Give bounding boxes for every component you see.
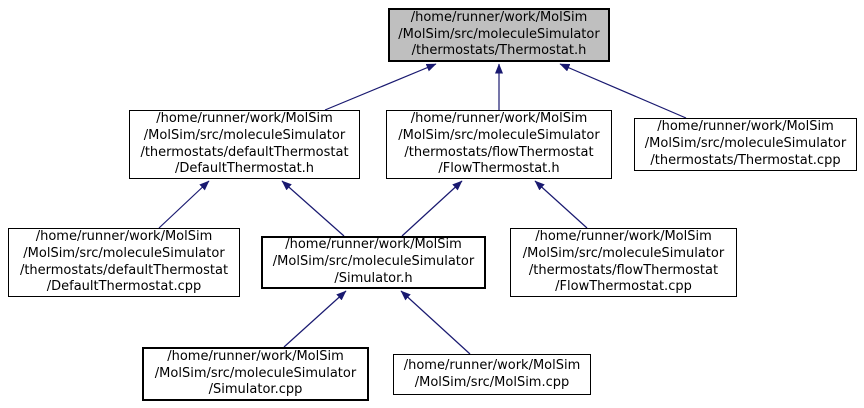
node-label-line: /FlowThermostat.h [438,161,560,177]
node-label-line: /thermostats/defaultThermostat [19,262,229,278]
node-label-line: /thermostats/Thermostat.cpp [650,152,841,168]
node-label-line: /MolSim/src/MolSim.cpp [414,374,570,390]
node-label-line: /MolSim/src/moleculeSimulator [644,136,847,152]
node-label-line: /MolSim/src/moleculeSimulator [143,127,346,143]
node-label-line: /MolSim/src/moleculeSimulator [154,365,357,381]
node-label-line: /home/runner/work/MolSim [535,228,712,244]
node-label-line: /home/runner/work/MolSim [657,119,834,135]
node-label-line: /Simulator.cpp [208,382,303,398]
node-label-line: /thermostats/flowThermostat [528,262,719,278]
node-label-line: /home/runner/work/MolSim [167,348,344,364]
edge-molsim-cpp-to-simulator-h [400,290,471,355]
node-label-line: /thermostats/flowThermostat [404,144,594,160]
node-label-line: /MolSim/src/moleculeSimulator [272,254,475,270]
node-label-line: /thermostats/defaultThermostat [140,144,349,160]
edge-default-thermostat-cpp-to-default-thermostat-h [158,180,210,229]
node-label-line: /FlowThermostat.cpp [555,279,692,295]
node-label-line: /home/runner/work/MolSim [35,228,213,244]
node-label-line: /home/runner/work/MolSim [403,357,581,373]
node-label-line: /home/runner/work/MolSim [410,110,588,126]
graph-node-flow-thermostat-h[interactable]: /home/runner/work/MolSim /MolSim/src/mol… [386,110,612,179]
node-label-line: /home/runner/work/MolSim [156,110,333,126]
node-label-line: /MolSim/src/moleculeSimulator [522,245,725,261]
graph-node-thermostat-h[interactable]: /home/runner/work/MolSim /MolSim/src/mol… [388,8,610,62]
node-label-line: /home/runner/work/MolSim [410,9,588,25]
edge-simulator-h-to-flow-thermostat-h [401,180,463,237]
node-label-line: /home/runner/work/MolSim [285,237,462,253]
graph-node-default-thermostat-h[interactable]: /home/runner/work/MolSim /MolSim/src/mol… [129,110,360,179]
graph-node-simulator-h[interactable]: /home/runner/work/MolSim /MolSim/src/mol… [261,236,486,289]
graph-node-molsim-cpp[interactable]: /home/runner/work/MolSim /MolSim/src/Mol… [393,354,591,395]
graph-node-flow-thermostat-cpp[interactable]: /home/runner/work/MolSim /MolSim/src/mol… [510,228,737,297]
edge-simulator-cpp-to-simulator-h [283,290,347,348]
node-label-line: /thermostats/Thermostat.h [411,43,587,59]
node-label-line: /Simulator.h [334,270,413,286]
node-label-line: /MolSim/src/moleculeSimulator [398,26,600,42]
node-label-line: /DefaultThermostat.cpp [46,279,202,295]
edge-flow-thermostat-cpp-to-flow-thermostat-h [534,180,588,229]
node-label-line: /MolSim/src/moleculeSimulator [398,127,600,143]
edge-simulator-h-to-default-thermostat-h [281,180,345,237]
node-label-line: /MolSim/src/moleculeSimulator [23,245,225,261]
graph-node-thermostat-cpp[interactable]: /home/runner/work/MolSim /MolSim/src/mol… [634,118,857,171]
graph-node-simulator-cpp[interactable]: /home/runner/work/MolSim /MolSim/src/mol… [142,347,369,401]
node-label-line: /DefaultThermostat.h [174,161,315,177]
edge-default-thermostat-h-to-thermostat-h [324,63,437,111]
graph-node-default-thermostat-cpp[interactable]: /home/runner/work/MolSim /MolSim/src/mol… [8,228,240,297]
